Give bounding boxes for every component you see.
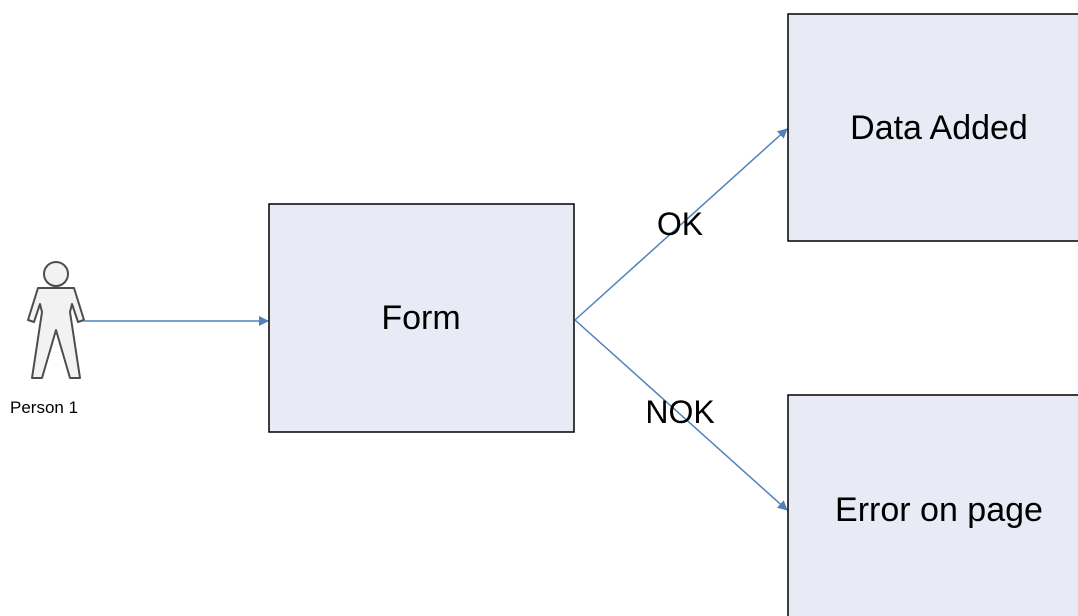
- form-node: Form: [268, 203, 575, 433]
- nok-label: NOK: [645, 394, 714, 430]
- person-label: Person 1: [10, 398, 78, 417]
- form-box: [268, 203, 575, 433]
- error-on-page-box: [787, 394, 1078, 616]
- person-actor: Person 1: [10, 261, 85, 417]
- ok-label: OK: [657, 206, 703, 242]
- error-on-page-label: Error on page: [835, 491, 1043, 529]
- data-added-label: Data Added: [850, 109, 1028, 147]
- data-added-box: [787, 13, 1078, 242]
- form-label: Form: [381, 299, 460, 337]
- nok-arrow: [574, 319, 788, 511]
- data-added-node: Data Added: [787, 13, 1078, 242]
- ok-arrow: [574, 128, 788, 321]
- error-on-page-node: Error on page: [787, 394, 1078, 616]
- stick-figure-icon: [27, 261, 85, 379]
